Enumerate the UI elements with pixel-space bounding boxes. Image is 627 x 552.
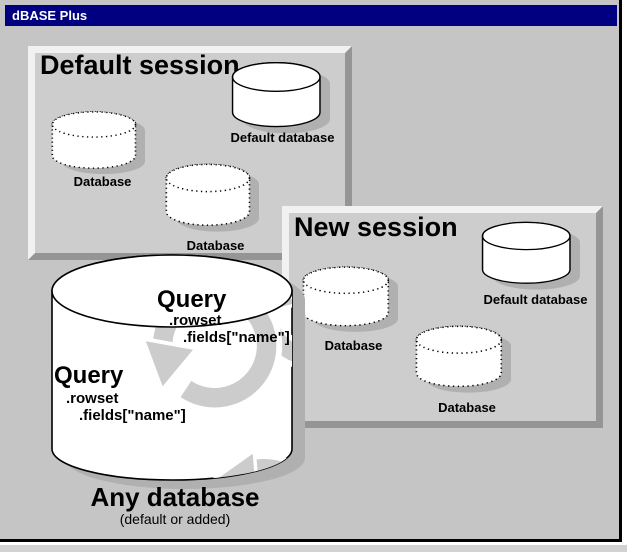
default-session-default-database-cylinder-icon — [231, 62, 330, 134]
query-lower-fields: .fields["name"] — [79, 407, 186, 424]
new-session-default-database-cylinder-icon — [481, 221, 580, 290]
new-session-database1-label: Database — [324, 338, 383, 353]
window-bottom-edge — [0, 545, 627, 552]
default-session-title: Default session — [40, 50, 240, 80]
new-session-default-database-label: Default database — [483, 292, 588, 307]
new-session-title: New session — [294, 212, 458, 242]
title-bar[interactable]: dBASE Plus — [5, 5, 617, 26]
new-session-database1-cylinder-icon — [302, 266, 398, 332]
query-upper-fields: .fields["name"] — [183, 329, 290, 346]
default-session-default-database-label: Default database — [230, 130, 335, 145]
window-title: dBASE Plus — [12, 8, 88, 23]
default-session-database1-label: Database — [73, 174, 132, 189]
any-database-subtitle: (default or added) — [119, 511, 231, 527]
query-upper-rowset: .rowset — [169, 312, 222, 329]
new-session-database2-label: Database — [438, 400, 496, 415]
query-upper-title: Query — [157, 286, 227, 313]
query-lower-title: Query — [54, 362, 124, 389]
query-lower-rowset: .rowset — [66, 390, 119, 407]
new-session-database2-cylinder-icon — [415, 325, 511, 393]
default-session-database2-cylinder-icon — [165, 163, 259, 232]
default-session-database2-label: Database — [186, 238, 245, 253]
default-session-database1-cylinder-icon — [51, 111, 145, 175]
any-database-title: Any database — [90, 482, 260, 512]
any-database-cylinder-icon — [51, 254, 305, 489]
